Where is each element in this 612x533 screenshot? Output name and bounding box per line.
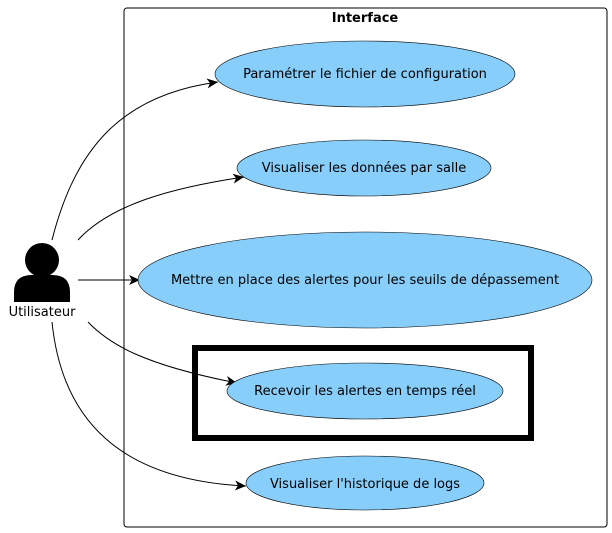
- use-case-label: Paramétrer le fichier de configuration: [243, 67, 487, 82]
- association-arrow: [77, 173, 245, 241]
- system-boundary: [123, 7, 608, 528]
- use-case-label: Recevoir les alertes en temps réel: [254, 384, 476, 399]
- highlight-frame: [192, 345, 534, 441]
- association-arrow: [51, 321, 247, 491]
- use-case: Paramétrer le fichier de configuration: [214, 40, 516, 108]
- use-case-label: Mettre en place des alertes pour les seu…: [171, 273, 559, 288]
- use-case-label: Visualiser les données par salle: [262, 161, 466, 176]
- actor-label: Utilisateur: [9, 305, 77, 320]
- association-arrow: [87, 321, 238, 386]
- use-case-label: Visualiser l'historique de logs: [270, 477, 460, 492]
- use-case: Visualiser l'historique de logs: [245, 455, 485, 511]
- actor-icon: [14, 243, 70, 302]
- system-title: Interface: [332, 11, 399, 26]
- association-arrow: [51, 78, 219, 241]
- use-case: Visualiser les données par salle: [236, 139, 492, 197]
- use-case: Mettre en place des alertes pour les seu…: [137, 231, 593, 329]
- use-case-highlighted: Recevoir les alertes en temps réel: [226, 362, 504, 420]
